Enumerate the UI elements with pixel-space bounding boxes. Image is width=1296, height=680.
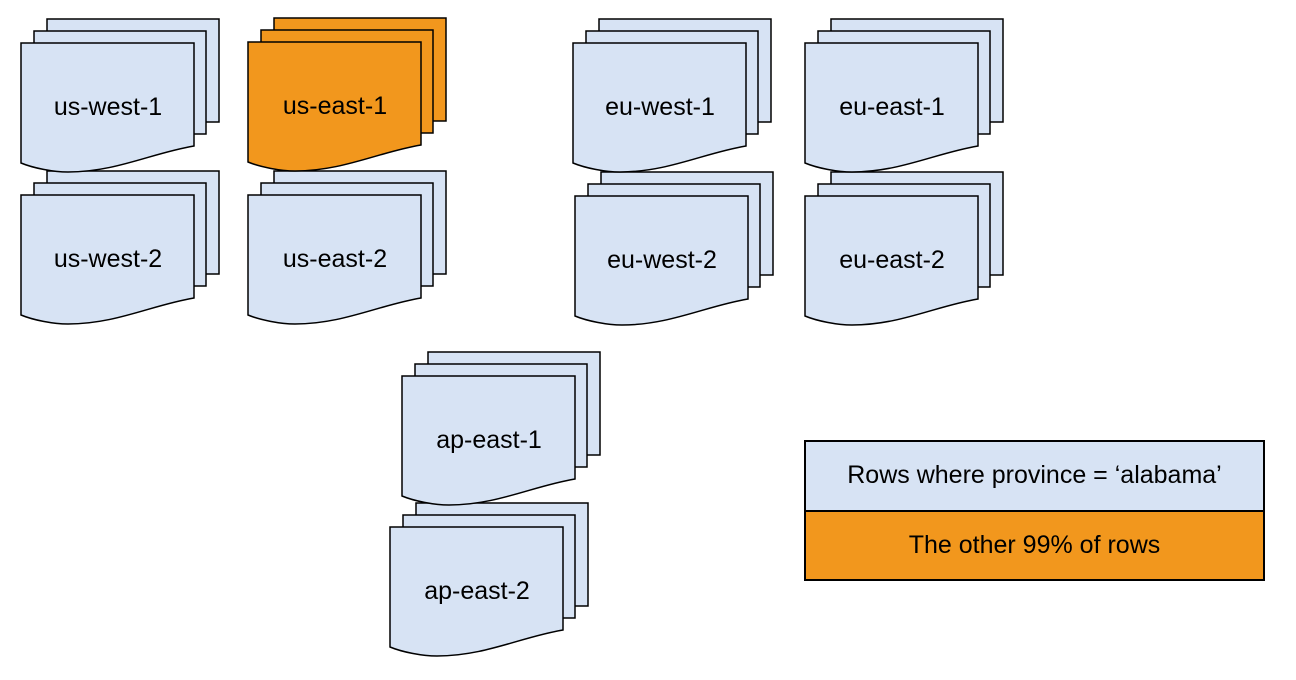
document-stack-us-east-2: us-east-2 (247, 170, 447, 325)
document-stack-ap-east-1: ap-east-1 (401, 351, 601, 506)
region-label: eu-west-2 (607, 246, 717, 274)
document-sheet-front (20, 194, 195, 325)
legend: Rows where province = ‘alabama’ The othe… (804, 440, 1265, 581)
legend-item-label: Rows where province = ‘alabama’ (847, 461, 1222, 490)
document-stack-eu-east-2: eu-east-2 (804, 171, 1004, 326)
document-stack-us-west-2: us-west-2 (20, 170, 220, 325)
document-stack-eu-east-1: eu-east-1 (804, 18, 1004, 173)
region-label: us-west-2 (54, 245, 162, 273)
document-sheet-front (247, 41, 422, 172)
region-label: ap-east-2 (424, 577, 530, 605)
document-sheet-front (401, 375, 576, 506)
document-sheet-front (247, 194, 422, 325)
document-sheet-front (20, 42, 195, 173)
document-stack-ap-east-2: ap-east-2 (389, 502, 589, 657)
region-label: eu-east-2 (839, 246, 945, 274)
document-sheet-front (389, 526, 564, 657)
document-sheet-front (804, 195, 979, 326)
legend-item-label: The other 99% of rows (908, 530, 1161, 559)
region-label: us-east-1 (283, 92, 387, 120)
document-sheet-front (572, 42, 747, 173)
document-stack-eu-west-2: eu-west-2 (574, 171, 774, 326)
document-stack-us-east-1: us-east-1 (247, 17, 447, 172)
region-label: ap-east-1 (436, 426, 542, 454)
document-stack-eu-west-1: eu-west-1 (572, 18, 772, 173)
region-label: eu-west-1 (605, 93, 715, 121)
region-label: us-east-2 (283, 245, 387, 273)
legend-item-alabama-rows: Rows where province = ‘alabama’ (806, 442, 1263, 512)
region-label: eu-east-1 (839, 93, 945, 121)
document-stack-us-west-1: us-west-1 (20, 18, 220, 173)
region-label: us-west-1 (54, 93, 162, 121)
document-sheet-front (574, 195, 749, 326)
document-sheet-front (804, 42, 979, 173)
legend-item-other-rows: The other 99% of rows (806, 511, 1263, 579)
